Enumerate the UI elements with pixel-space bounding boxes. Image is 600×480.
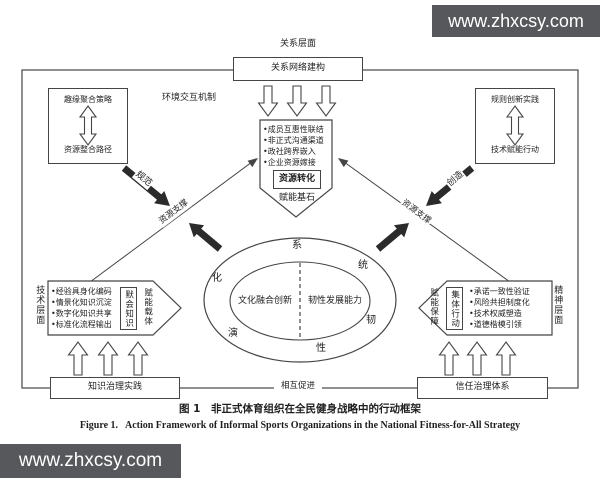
resource-transformation-box: 资源转化 bbox=[273, 170, 321, 189]
up-arrow-icon bbox=[97, 341, 119, 376]
pentagon-bullet: •非正式沟通渠道 bbox=[263, 136, 324, 145]
ring-char-hua: 化 bbox=[212, 273, 222, 284]
knowledge-bullet: •经验具身化编码 bbox=[51, 287, 112, 296]
trust-bullet: •技术权威塑造 bbox=[469, 309, 522, 318]
up-arrow-icon bbox=[127, 341, 149, 376]
double-arrow-icon-left bbox=[78, 105, 98, 146]
knowledge-governance-label: 知识治理实践 bbox=[87, 382, 142, 392]
affinity-aggregation-box: 趣缘聚合策略 资源整合路径 bbox=[48, 88, 128, 164]
shape-knowledge-carrier bbox=[47, 280, 182, 336]
up-arrow-icon bbox=[495, 341, 517, 376]
trust-bullet-list: •承诺一致性验证 •风险共担制度化 •技术权威塑造 •道德楷模引领 bbox=[469, 286, 547, 330]
support-arrowhead-right bbox=[338, 158, 349, 168]
knowledge-bullet: •数字化知识共享 bbox=[51, 309, 112, 318]
ring-char-ren: 韧 bbox=[366, 315, 376, 326]
environment-interaction-label: 环境交互机制 bbox=[162, 93, 217, 103]
affinity-aggregation-label: 趣缘聚合策略 bbox=[64, 95, 112, 104]
up-arrows-right bbox=[438, 341, 517, 376]
ring-char-xing: 性 bbox=[316, 343, 326, 354]
watermark-top: www.zhxcsy.com bbox=[432, 5, 600, 37]
up-left-black-arrow bbox=[189, 223, 223, 252]
watermark-bottom-text: www.zhxcsy.com bbox=[18, 450, 163, 471]
trust-governance-box: 信任治理体系 bbox=[417, 377, 548, 399]
trust-bullet: •道德楷模引领 bbox=[469, 320, 522, 329]
collective-action-label: 集体行动 bbox=[449, 290, 460, 328]
knowledge-governance-box: 知识治理实践 bbox=[50, 377, 180, 399]
ring-char-xi: 系 bbox=[292, 240, 302, 251]
tacit-knowledge-label: 默会知识 bbox=[123, 290, 134, 328]
collective-action-box: 集体行动 bbox=[446, 287, 463, 330]
watermark-top-text: www.zhxcsy.com bbox=[448, 10, 584, 31]
relationship-network-label: 关系网络建构 bbox=[270, 63, 325, 73]
support-line-left bbox=[89, 158, 257, 283]
up-arrow-icon bbox=[466, 341, 488, 376]
down-arrow-icon bbox=[315, 85, 337, 117]
ring-char-tong: 统 bbox=[358, 260, 368, 271]
pentagon-empowerment-cornerstone bbox=[259, 119, 333, 218]
mutual-promotion-label: 相互促进 bbox=[274, 381, 322, 392]
layer-label-relationship: 关系层面 bbox=[279, 39, 316, 49]
relationship-network-box: 关系网络建构 bbox=[233, 57, 363, 81]
pentagon-bullet: •政社跨界嵌入 bbox=[263, 147, 316, 156]
empowerment-carrier-label: 赋能载体 bbox=[142, 288, 153, 326]
down-arrow-icon bbox=[257, 85, 279, 117]
up-arrow-icon bbox=[438, 341, 460, 376]
down-arrow-icon bbox=[286, 85, 308, 117]
tacit-knowledge-box: 默会知识 bbox=[120, 287, 137, 330]
pentagon-bullet: •成员互惠性联结 bbox=[263, 125, 324, 134]
figure-caption-en: Figure 1. Action Framework of Informal S… bbox=[79, 420, 521, 431]
knowledge-bullet: •标准化流程输出 bbox=[51, 320, 112, 329]
cultural-fusion-label: 文化融合创新 bbox=[237, 296, 292, 306]
resource-transformation-label: 资源转化 bbox=[278, 174, 315, 184]
knowledge-bullet-list: •经验具身化编码 •情景化知识沉淀 •数字化知识共享 •标准化流程输出 bbox=[51, 286, 121, 330]
resilient-development-label: 韧性发展能力 bbox=[307, 296, 362, 306]
resource-integration-path-label: 资源整合路径 bbox=[64, 145, 112, 154]
trust-bullet: •风险共担制度化 bbox=[469, 298, 530, 307]
double-arrow-icon-right bbox=[505, 105, 525, 146]
support-arrowhead-left bbox=[247, 158, 258, 168]
shape-trust-guarantee bbox=[418, 280, 553, 336]
empowerment-guarantee-label: 赋能保障 bbox=[428, 288, 439, 326]
trust-governance-label: 信任治理体系 bbox=[455, 382, 510, 392]
ring-char-yan: 演 bbox=[228, 328, 238, 339]
trust-bullet: •承诺一致性验证 bbox=[469, 287, 530, 296]
pentagon-bullet: •企业资源嫁接 bbox=[263, 158, 316, 167]
empowerment-cornerstone-label: 赋能基石 bbox=[278, 193, 315, 203]
figure-caption-zh: 图 1 非正式体育组织在全民健身战略中的行动框架 bbox=[179, 403, 421, 415]
layer-label-spiritual: 精神层面 bbox=[552, 285, 563, 325]
up-arrow-icon bbox=[67, 341, 89, 376]
layer-label-technical: 技术层面 bbox=[34, 285, 45, 325]
up-arrows-left bbox=[67, 341, 149, 376]
knowledge-bullet: •情景化知识沉淀 bbox=[51, 298, 112, 307]
watermark-bottom: www.zhxcsy.com bbox=[0, 444, 181, 478]
up-right-black-arrow bbox=[375, 223, 409, 252]
technology-empowerment-label: 技术赋能行动 bbox=[491, 145, 539, 154]
rule-innovation-label: 规则创新实践 bbox=[491, 95, 539, 104]
down-arrows bbox=[257, 85, 337, 117]
rule-innovation-box: 规则创新实践 技术赋能行动 bbox=[475, 88, 555, 164]
pentagon-bullet-list: •成员互惠性联结 •非正式沟通渠道 •政社跨界嵌入 •企业资源嫁接 bbox=[263, 124, 331, 168]
